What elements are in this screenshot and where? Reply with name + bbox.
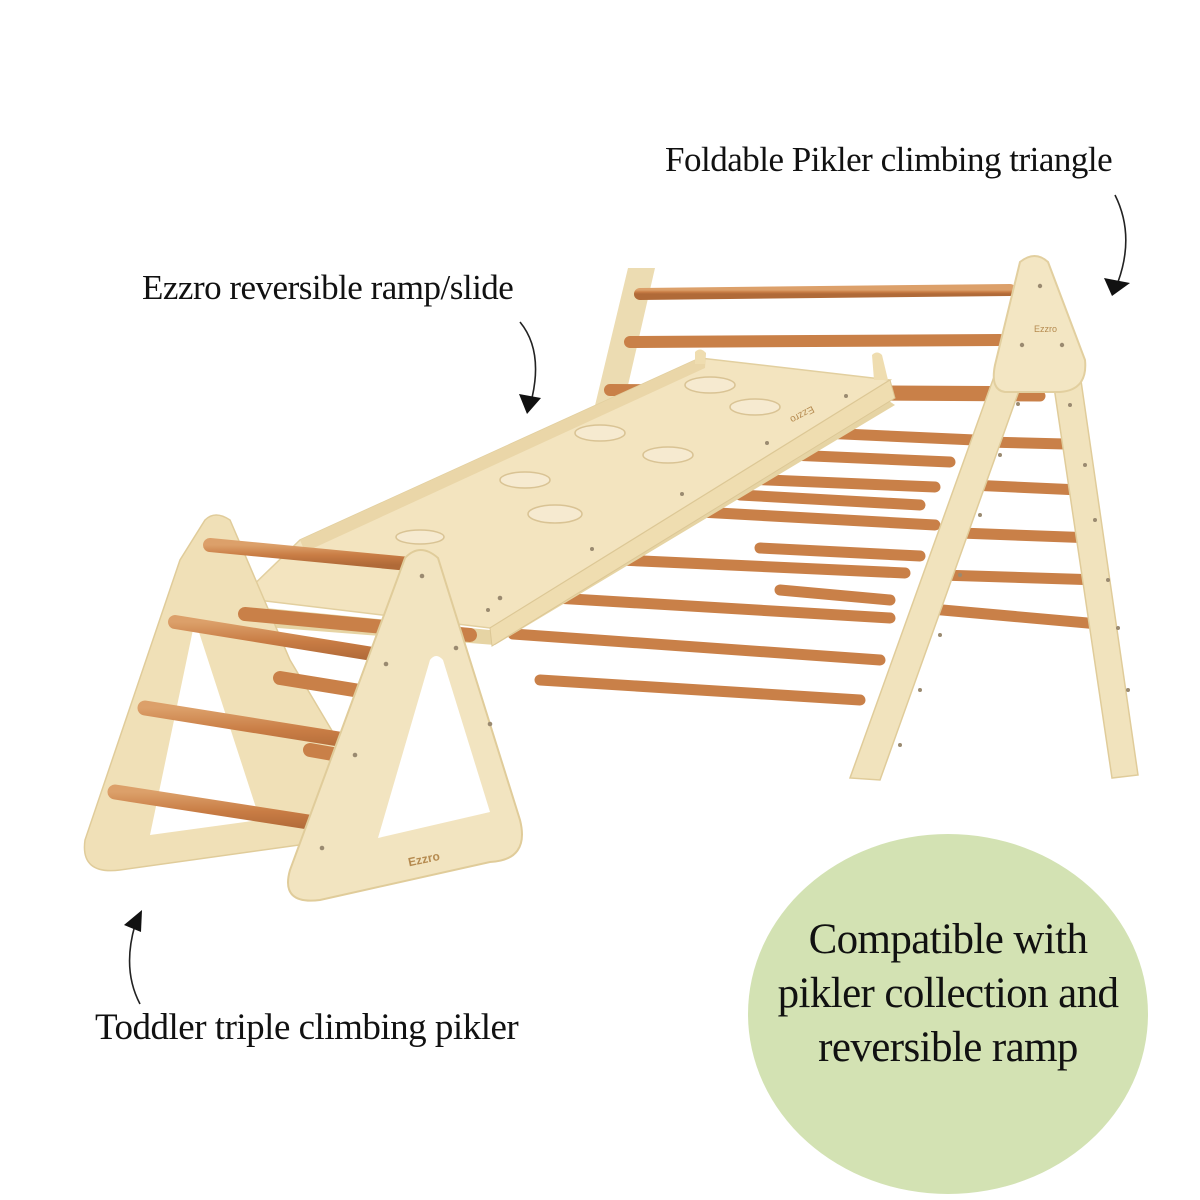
- arrow-to-toddler-icon: [124, 910, 142, 1005]
- badge-text: Compatible with pikler collection and re…: [778, 913, 1119, 1075]
- compatibility-badge: Compatible with pikler collection and re…: [748, 834, 1148, 1194]
- badge-line-1: Compatible with: [808, 916, 1088, 963]
- callout-ramp-slide: Ezzro reversible ramp/slide: [142, 268, 514, 307]
- arrow-to-foldable-icon: [1104, 194, 1130, 296]
- badge-line-2: pikler collection and: [777, 970, 1119, 1017]
- arrow-to-ramp-icon: [519, 321, 541, 414]
- badge-line-3: reversible ramp: [818, 1024, 1078, 1071]
- callout-toddler-pikler: Toddler triple climbing pikler: [95, 1007, 519, 1048]
- callout-foldable-triangle: Foldable Pikler climbing triangle: [665, 140, 1113, 179]
- toddler-pikler: Ezzro: [83, 514, 523, 902]
- brand-mark-foldable: Ezzro: [1034, 324, 1057, 334]
- brand-mark-toddler: Ezzro: [407, 849, 441, 869]
